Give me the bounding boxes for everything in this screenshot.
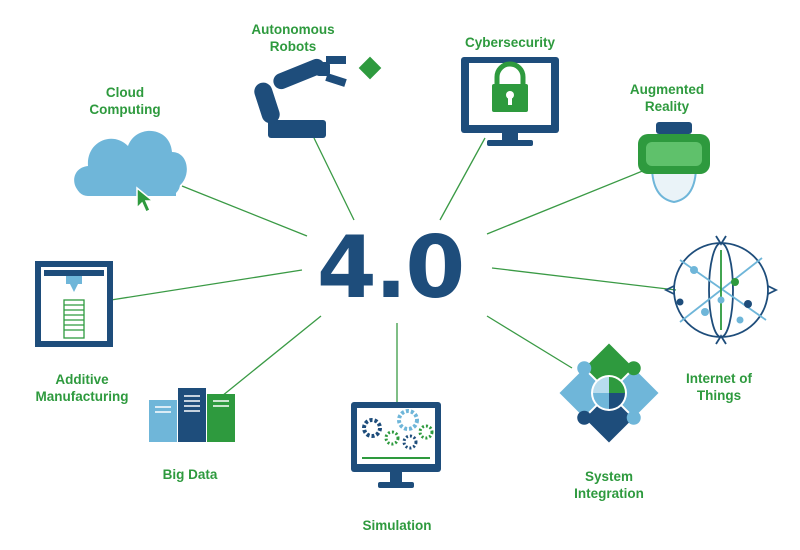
label-additive-manufacturing: Additive Manufacturing [22,371,142,405]
monitor-gears-icon [351,402,441,488]
server-racks-icon [149,388,235,442]
monitor-lock-icon [461,57,559,146]
label-cybersecurity: Cybersecurity [450,34,570,51]
label-line: Internet of [686,371,752,386]
connector-cybersecurity [439,137,486,221]
label-autonomous-robots: Autonomous Robots [238,21,348,55]
label-line: Cloud [105,85,145,100]
label-line: Autonomous [251,22,335,37]
label-augmented-reality: Augmented Reality [612,81,722,115]
label-line: Big Data [162,467,218,482]
robot-arm-icon [254,56,382,138]
label-line: Simulation [362,518,432,533]
vr-headset-icon [638,122,710,204]
connector-lines [110,137,677,405]
label-line: Augmented [629,82,705,97]
puzzle-icon [559,343,659,443]
connector-augmented-reality [486,169,646,235]
label-line: Reality [644,99,690,114]
network-globe-icon [663,235,779,345]
label-cloud-computing: Cloud Computing [70,84,180,118]
center-title: 4.0 [316,218,465,318]
label-line: Cybersecurity [464,35,556,50]
cloud-cursor-icon [74,130,187,214]
label-line: Robots [269,39,317,54]
connector-autonomous-robots [313,137,355,221]
label-line: Integration [574,486,644,501]
label-line: System [584,469,634,484]
label-system-integration: System Integration [554,468,664,502]
connector-cloud-computing [181,185,308,237]
connector-big-data [221,315,322,397]
label-line: Things [696,388,742,403]
label-internet-of-things: Internet of Things [664,370,774,404]
label-simulation: Simulation [342,517,452,534]
label-line: Manufacturing [35,389,129,404]
3d-printer-icon [35,261,113,347]
connector-internet-of-things [491,267,677,291]
label-line: Additive [55,372,109,387]
connector-additive-manufacturing [110,269,303,301]
label-big-data: Big Data [140,466,240,483]
label-line: Computing [89,102,161,117]
connector-system-integration [486,315,573,369]
